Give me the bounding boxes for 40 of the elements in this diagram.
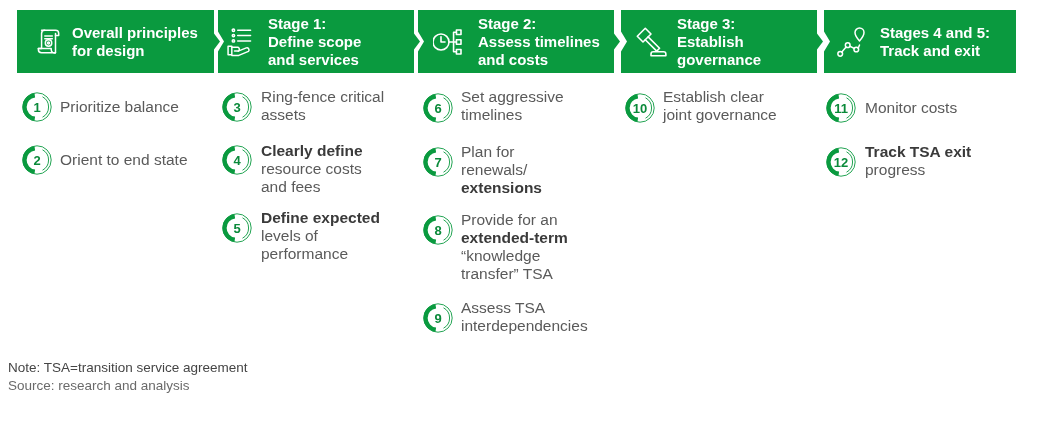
stage-label: Stage 2: (478, 14, 537, 33)
step-text: Prioritize balance (60, 98, 179, 116)
stage-banner (17, 10, 220, 73)
step-number: 9 (434, 311, 442, 325)
step-text: Clearly define resource costs and fees (261, 142, 364, 196)
step-number: 11 (834, 101, 848, 115)
banner-title: Track and exit (880, 41, 981, 60)
step-text: Define expected levels of performance (261, 209, 381, 263)
step-text: Ring-fence critical assets (261, 88, 386, 124)
step-number: 8 (434, 223, 442, 237)
step-text: Assess TSA interdependencies (461, 299, 589, 335)
step-number: 5 (233, 221, 241, 235)
stage-banner (621, 10, 823, 73)
step-text: Monitor costs (865, 99, 958, 117)
banner-title: Assess timelines and costs (478, 32, 601, 69)
banner-title: Define scope and services (268, 32, 363, 69)
source-text: Source: research and analysis (8, 378, 190, 394)
step-number: 7 (434, 155, 442, 169)
step-text: Orient to end state (60, 151, 188, 169)
banner-title: Overall principles for design (72, 23, 199, 60)
step-text: Establish clear joint governance (663, 88, 778, 124)
stage-label: Stage 3: (677, 14, 736, 33)
step-number: 12 (833, 155, 849, 169)
stage-label: Stages 4 and 5: (880, 23, 991, 42)
step-number: 3 (233, 100, 241, 114)
step-text: Track TSA exit progress (865, 143, 973, 179)
step-number: 6 (434, 101, 442, 115)
stage-banner (418, 10, 620, 73)
step-text: Provide for an extended-term “knowledge transfer” TSA (461, 211, 569, 283)
step-number: 4 (233, 153, 241, 167)
stage-banner (824, 10, 1016, 73)
step-number: 10 (632, 101, 648, 115)
banner-title: Establish governance (677, 32, 763, 69)
stage-label: Stage 1: (268, 14, 327, 33)
step-text: Plan for renewals/ extensions (461, 143, 543, 197)
stage-banner (218, 10, 420, 73)
step-number: 2 (33, 153, 41, 167)
step-text: Set aggressive timelines (461, 88, 565, 124)
step-number: 1 (33, 100, 41, 114)
note-text: Note: TSA=transition service agreement (8, 360, 248, 376)
